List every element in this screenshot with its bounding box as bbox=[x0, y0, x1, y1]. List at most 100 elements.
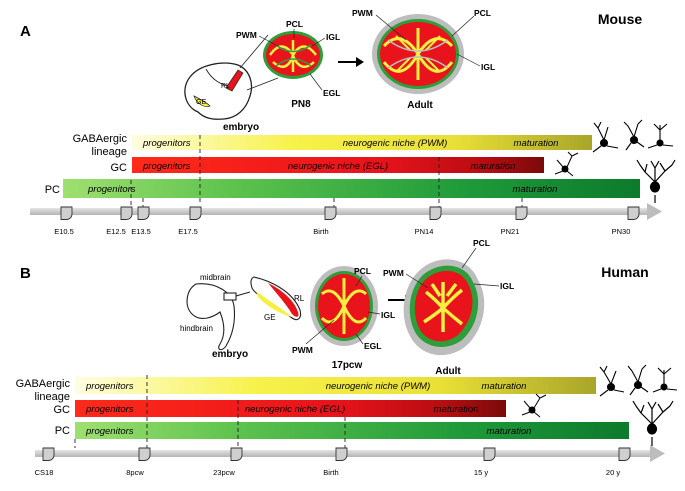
row-label-gc: GC bbox=[111, 162, 128, 174]
rl-ge-wedge bbox=[250, 276, 302, 321]
rl-label: RL bbox=[294, 294, 305, 303]
time-marker bbox=[137, 206, 150, 220]
timepoint-label: E10.5 bbox=[54, 227, 74, 236]
callout-line bbox=[456, 53, 481, 67]
pc-bar bbox=[75, 422, 629, 439]
gc-maturation-label: maturation bbox=[434, 404, 479, 415]
callout-line bbox=[405, 273, 429, 289]
embryo-label: embryo bbox=[223, 122, 259, 133]
gc-maturation-label: maturation bbox=[471, 161, 516, 172]
stage-label: Adult bbox=[407, 100, 433, 111]
gc-bar bbox=[132, 157, 544, 173]
egl-label: EGL bbox=[364, 341, 381, 351]
time-marker bbox=[429, 206, 442, 220]
time-marker bbox=[483, 447, 496, 461]
stage-label: Adult bbox=[435, 366, 461, 377]
callout-line bbox=[355, 275, 363, 287]
gabaergic-bar bbox=[75, 377, 596, 394]
rl-label: RL bbox=[221, 83, 230, 90]
gabaergic-niche-label: neurogenic niche (PWM) bbox=[326, 381, 431, 392]
granule-cell-icon bbox=[521, 393, 547, 418]
time-marker bbox=[618, 447, 631, 461]
embryo-label: embryo bbox=[212, 349, 248, 360]
igl-label: IGL bbox=[481, 62, 495, 72]
timepoint-label: 23pcw bbox=[213, 468, 235, 477]
purkinje-cell-icon bbox=[632, 400, 674, 446]
interneuron-icons bbox=[592, 119, 674, 153]
timepoint-label: Birth bbox=[323, 468, 338, 477]
embryo-drawing bbox=[184, 62, 253, 120]
time-marker bbox=[189, 206, 202, 220]
panel-letter: B bbox=[20, 265, 31, 282]
pc-progenitors-label: progenitors bbox=[85, 426, 134, 437]
panel-a: A Mouse RL GE embryo PCL PWM IGL E bbox=[20, 8, 676, 236]
gabaergic-niche-label: neurogenic niche (PWM) bbox=[343, 138, 448, 149]
timepoint-label: 20 y bbox=[606, 468, 620, 477]
row-label-gabaergic-2: lineage bbox=[35, 391, 70, 403]
callout-line bbox=[311, 37, 326, 47]
igl-label: IGL bbox=[326, 32, 340, 42]
timepoint-label: E12.5 bbox=[106, 227, 126, 236]
pcl-label: PCL bbox=[473, 238, 490, 248]
row-label-gabaergic: GABAergic bbox=[73, 133, 128, 145]
gabaergic-maturation-label: maturation bbox=[482, 381, 527, 392]
time-marker bbox=[42, 447, 55, 461]
cerebellum-adult bbox=[372, 14, 464, 94]
stage-label: 17pcw bbox=[332, 360, 363, 371]
pwm-label: PWM bbox=[236, 30, 257, 40]
callout-line bbox=[258, 35, 279, 47]
pc-progenitors-label: progenitors bbox=[87, 184, 136, 195]
callout-line bbox=[375, 14, 407, 41]
panel-b: B Human midbrain hindbrain embryo RL GE … bbox=[16, 238, 678, 477]
time-marker bbox=[335, 447, 348, 461]
row-label-gc: GC bbox=[54, 404, 71, 416]
pwm-label: PWM bbox=[383, 268, 404, 278]
timeline-axis bbox=[30, 208, 647, 215]
callout-line bbox=[461, 247, 477, 269]
cerebellum-17pcw bbox=[310, 266, 378, 346]
callout-line bbox=[355, 333, 364, 345]
connector-line bbox=[246, 77, 279, 91]
gc-progenitors-label: progenitors bbox=[85, 404, 134, 415]
ge-label: GE bbox=[196, 99, 206, 106]
time-marker bbox=[324, 206, 337, 220]
time-marker bbox=[230, 447, 243, 461]
time-marker bbox=[138, 447, 151, 461]
development-arrow bbox=[338, 57, 364, 67]
timeline-arrowhead bbox=[647, 203, 662, 220]
species-label: Mouse bbox=[598, 11, 643, 27]
timepoint-label: PN21 bbox=[501, 227, 520, 236]
midbrain-label: midbrain bbox=[200, 273, 231, 282]
pcl-label: PCL bbox=[286, 19, 303, 29]
timepoint-label: PN14 bbox=[415, 227, 434, 236]
gc-niche-label: neurogenic niche (EGL) bbox=[245, 404, 345, 415]
gabaergic-progenitors-label: progenitors bbox=[142, 138, 191, 149]
gc-niche-label: neurogenic niche (EGL) bbox=[288, 161, 388, 172]
callout-line bbox=[473, 283, 500, 287]
ge-label: GE bbox=[264, 313, 276, 322]
igl-label: IGL bbox=[500, 281, 514, 291]
interneuron-icons bbox=[599, 364, 678, 397]
timepoint-label: E17.5 bbox=[178, 227, 198, 236]
timepoint-label: CS18 bbox=[35, 468, 54, 477]
pc-maturation-label: maturation bbox=[487, 426, 532, 437]
igl-label: IGL bbox=[381, 310, 395, 320]
cerebellum-pn8 bbox=[263, 31, 323, 79]
cerebellum-adult bbox=[403, 259, 485, 356]
pwm-label: PWM bbox=[352, 8, 373, 18]
row-label-gabaergic: GABAergic bbox=[16, 378, 71, 390]
row-label-pc: PC bbox=[45, 184, 60, 196]
gc-bar bbox=[75, 400, 506, 417]
timeline-markers bbox=[60, 206, 640, 220]
species-label: Human bbox=[601, 264, 648, 280]
callout-line bbox=[451, 15, 475, 37]
timeline-markers bbox=[42, 447, 631, 461]
granule-cell-icon bbox=[554, 151, 579, 177]
time-marker bbox=[515, 206, 528, 220]
callout-line bbox=[309, 73, 323, 91]
timepoint-label: 8pcw bbox=[126, 468, 144, 477]
stage-label: PN8 bbox=[291, 99, 311, 110]
connector-line bbox=[239, 34, 269, 69]
gabaergic-progenitors-label: progenitors bbox=[85, 381, 134, 392]
